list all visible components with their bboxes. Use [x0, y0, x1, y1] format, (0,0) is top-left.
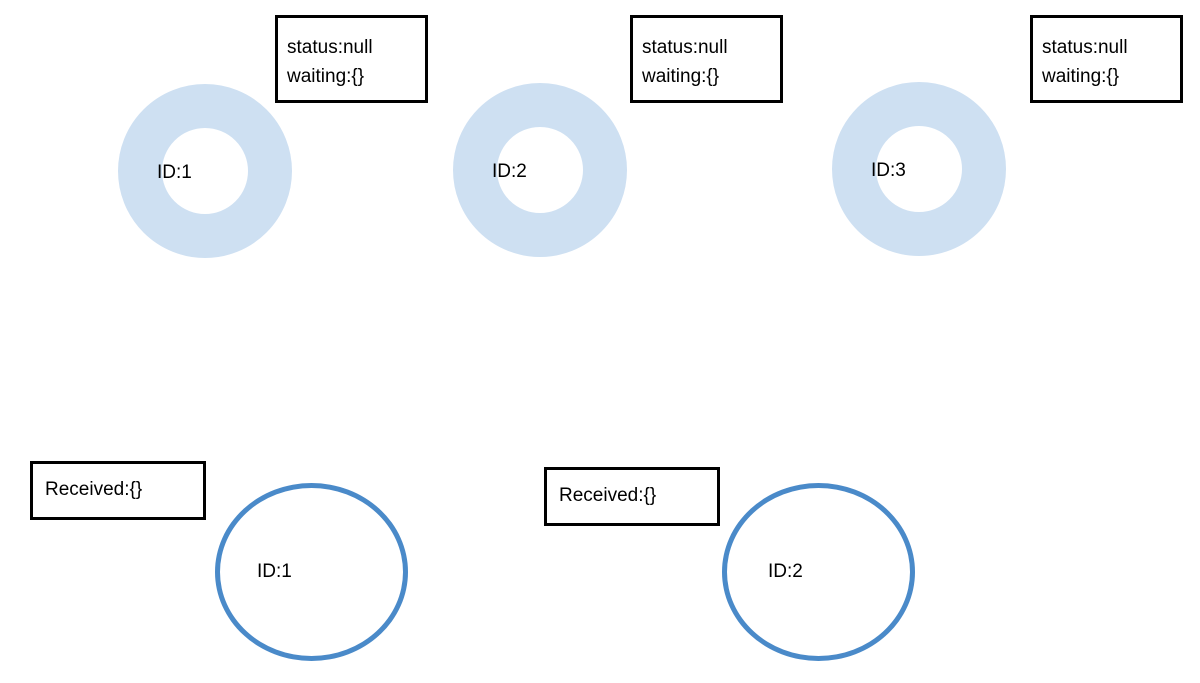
- node-3: ID:3: [832, 82, 1006, 256]
- status-box-node-2: status:null waiting:{}: [630, 15, 783, 103]
- circle-outline-icon: [215, 483, 408, 661]
- status-line: status:null: [1042, 37, 1128, 58]
- node-id-label: ID:2: [768, 561, 803, 582]
- donut-ring-icon: [832, 82, 1006, 256]
- received-box-node-2: Received:{}: [544, 467, 720, 526]
- node-id-label: ID:2: [492, 161, 527, 182]
- received-line: Received:{}: [45, 479, 143, 500]
- status-line: status:null: [642, 37, 728, 58]
- waiting-line: waiting:{}: [642, 66, 720, 87]
- node-bottom-1: ID:1: [215, 483, 408, 661]
- received-line: Received:{}: [559, 485, 657, 506]
- status-box-node-1: status:null waiting:{}: [275, 15, 428, 103]
- node-1: ID:1: [118, 84, 292, 258]
- donut-ring-icon: [453, 83, 627, 257]
- received-box-node-1: Received:{}: [30, 461, 206, 520]
- circle-outline-icon: [722, 483, 915, 661]
- donut-ring-icon: [118, 84, 292, 258]
- status-line: status:null: [287, 37, 373, 58]
- waiting-line: waiting:{}: [1042, 66, 1120, 87]
- node-2: ID:2: [453, 83, 627, 257]
- node-bottom-2: ID:2: [722, 483, 915, 661]
- node-id-label: ID:3: [871, 160, 906, 181]
- node-id-label: ID:1: [157, 162, 192, 183]
- status-box-node-3: status:null waiting:{}: [1030, 15, 1183, 103]
- node-id-label: ID:1: [257, 561, 292, 582]
- waiting-line: waiting:{}: [287, 66, 365, 87]
